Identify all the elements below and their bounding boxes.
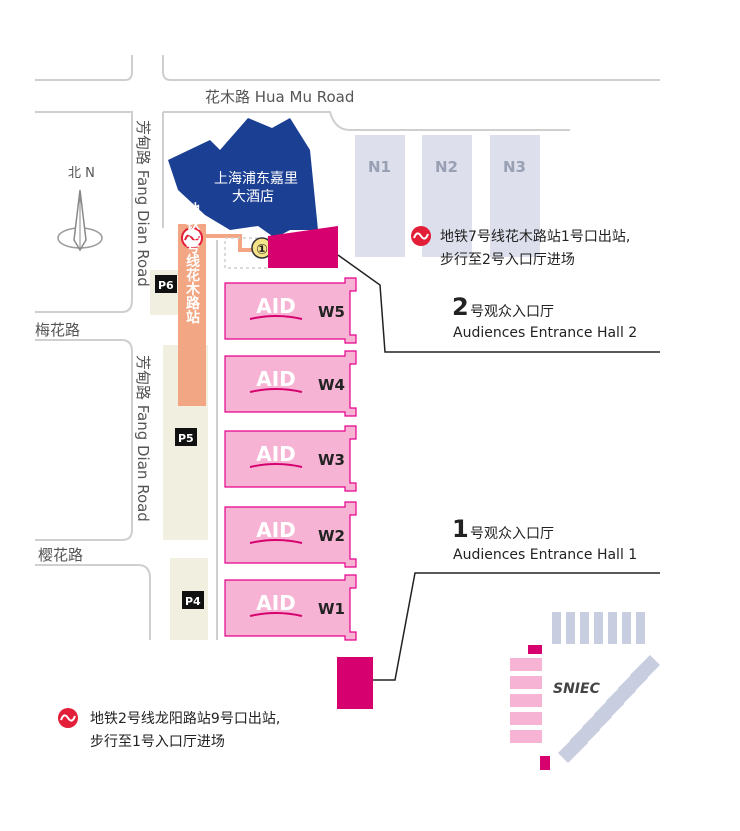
compass-label: 北 N bbox=[68, 166, 95, 181]
hotel-name-line1: 上海浦东嘉里 bbox=[214, 171, 298, 187]
hotel: 上海浦东嘉里 大酒店 bbox=[168, 118, 318, 238]
hall-w4: AID W4 bbox=[224, 350, 357, 417]
entrance-2-title: 号观众入口厅 bbox=[470, 304, 554, 320]
entrance-1-number: 1 bbox=[452, 515, 469, 543]
entrance-2-leader-line bbox=[337, 254, 660, 353]
entrance-2-number: 2 bbox=[452, 293, 469, 321]
north-halls: N1 N2 N3 bbox=[355, 135, 540, 257]
entrance-hall-2 bbox=[268, 226, 338, 268]
aid-logo-swoosh bbox=[249, 612, 303, 617]
metro-station-hua-mu: 地铁7号线花木路站 bbox=[178, 201, 206, 406]
road-label-fang-dian-lower: 芳甸路 Fang Dian Road bbox=[134, 355, 152, 522]
aid-logo: AID bbox=[256, 294, 296, 318]
road-label-hua-mu: 花木路 Hua Mu Road bbox=[205, 88, 354, 106]
aid-logo: AID bbox=[256, 442, 296, 466]
entrance-hall-1 bbox=[337, 657, 373, 709]
aid-logo-swoosh bbox=[249, 315, 303, 320]
hall-w3: AID W3 bbox=[224, 425, 357, 492]
metro-icon-wave bbox=[184, 234, 200, 242]
metro-note-line7: 地铁7号线花木路站1号口出站, 步行至2号入口厅进场 bbox=[411, 226, 630, 268]
hall-building bbox=[224, 277, 357, 344]
road-label-fang-dian-upper: 芳甸路 Fang Dian Road bbox=[134, 120, 152, 287]
sniec-mini-map: SNIEC bbox=[510, 612, 660, 770]
hall-label: W5 bbox=[318, 303, 345, 321]
hall-n1-label: N1 bbox=[368, 158, 391, 176]
sniec-label: SNIEC bbox=[553, 681, 601, 697]
aid-logo-swoosh bbox=[249, 463, 303, 468]
parking-badge-p6 bbox=[155, 275, 177, 293]
metro-station-label: 地铁7号线花木路站 bbox=[184, 201, 201, 325]
road-label-ying-hua: 樱花路 bbox=[38, 546, 83, 564]
hall-n2-label: N2 bbox=[435, 158, 458, 176]
compass: 北 N bbox=[57, 166, 103, 252]
metro-note-2-line1: 地铁2号线龙阳路站9号口出站, bbox=[90, 711, 280, 727]
hall-building bbox=[224, 350, 357, 417]
aid-logo-swoosh bbox=[249, 539, 303, 544]
parking-label-p6: P6 bbox=[158, 279, 174, 292]
hall-label: W4 bbox=[318, 376, 345, 394]
aid-logo: AID bbox=[256, 518, 296, 542]
aid-logo-swoosh bbox=[249, 388, 303, 393]
road-label-mei-hua: 梅花路 bbox=[35, 321, 80, 339]
hall-label: W1 bbox=[318, 600, 345, 618]
metro-note-7-line1: 地铁7号线花木路站1号口出站, bbox=[440, 229, 630, 245]
hall-w2: AID W2 bbox=[224, 501, 357, 568]
walking-path-to-hall2 bbox=[206, 234, 260, 252]
hall-label: W2 bbox=[318, 527, 345, 545]
exit-number-label: ① bbox=[256, 242, 268, 258]
metro-note-line2: 地铁2号线龙阳路站9号口出站, 步行至1号入口厅进场 bbox=[58, 708, 280, 750]
hotel-building bbox=[168, 118, 318, 238]
hall-n3-label: N3 bbox=[503, 158, 526, 176]
aid-logo: AID bbox=[256, 367, 296, 391]
parking-badge-p4 bbox=[182, 591, 204, 609]
metro-note-7-line2: 步行至2号入口厅进场 bbox=[440, 252, 575, 268]
entrance-2-subtitle: Audiences Entrance Hall 2 bbox=[453, 325, 637, 341]
metro-note-2-line2: 步行至1号入口厅进场 bbox=[90, 734, 225, 750]
parking-label-p5: P5 bbox=[178, 432, 194, 445]
road-network bbox=[35, 55, 660, 640]
parking-label-p4: P4 bbox=[185, 595, 201, 608]
entrance-1-label: 1 号观众入口厅 Audiences Entrance Hall 1 bbox=[452, 515, 637, 563]
entrance-1-subtitle: Audiences Entrance Hall 1 bbox=[453, 547, 637, 563]
hall-n1 bbox=[355, 135, 405, 257]
hall-label: W3 bbox=[318, 451, 345, 469]
hall-n3 bbox=[490, 135, 540, 257]
hall-w1: AID W1 bbox=[224, 574, 357, 641]
hall-building bbox=[224, 501, 357, 568]
hall-building bbox=[224, 425, 357, 492]
entrance-1-title: 号观众入口厅 bbox=[470, 526, 554, 542]
hotel-name-line2: 大酒店 bbox=[232, 189, 274, 205]
hall-w5: AID W5 bbox=[224, 277, 357, 344]
hall-building bbox=[224, 574, 357, 641]
entrance-1-leader-line bbox=[373, 572, 660, 681]
metro-station-bar bbox=[178, 224, 206, 406]
parking-badge-p5 bbox=[175, 428, 197, 446]
aid-logo: AID bbox=[256, 591, 296, 615]
entrance-2-label: 2 号观众入口厅 Audiences Entrance Hall 2 bbox=[452, 293, 637, 341]
